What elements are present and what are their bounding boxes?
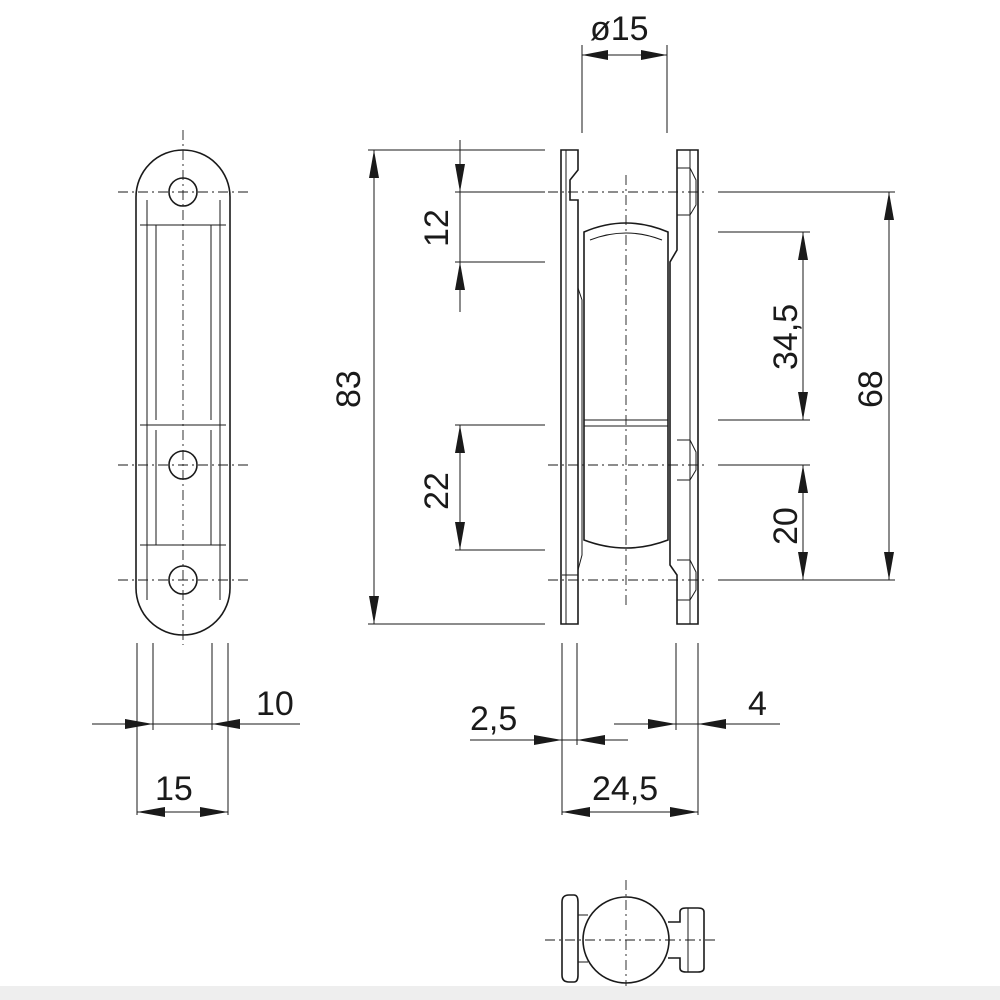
bottom-strip [0,986,1000,1000]
dimension-total-depth: 24,5 [562,770,698,817]
dimension-label-lower-span: 20 [767,507,805,545]
dimension-label-total-depth: 24,5 [592,770,658,808]
side-view-inner-contour [155,225,212,545]
dimension-label-diameter: ø15 [590,10,649,48]
front-view [548,149,708,625]
top-view [545,880,718,998]
side-view [118,130,248,645]
dimension-label-overall-height: 83 [330,370,368,408]
side-view-inner-edges [146,200,221,600]
dimension-side-width: 15 [137,770,228,817]
dimension-lower-span: 20 [718,464,810,581]
dimension-diameter: ø15 [581,10,668,133]
dimension-label-hole-spacing: 68 [852,370,890,408]
front-view-pin-cylinder [583,222,669,549]
front-view-right-plate [669,149,699,625]
dimension-hole-spacing: 68 [718,191,895,581]
dimension-plate-right: 4 [614,685,780,729]
dimension-top-segment: 12 [418,140,545,312]
front-view-extensions [561,643,699,815]
side-view-extensions [136,643,229,815]
dimension-label-side-width: 15 [155,770,193,808]
dimension-plate-left: 2,5 [470,700,628,745]
front-view-left-plate [560,149,579,625]
top-view-right-knob [668,907,705,973]
dimension-label-top-segment: 12 [418,209,456,247]
dimension-overall-height: 83 [330,149,545,625]
dimension-label-plate-right: 4 [748,685,767,723]
dimension-label-lower-segment: 22 [418,472,456,510]
dimension-label-side-inner: 10 [256,685,294,723]
dimension-lower-segment: 22 [418,424,545,551]
dimension-upper-span: 34,5 [718,231,810,421]
dimension-side-inner: 10 [92,685,300,729]
top-view-left-plate [561,894,579,983]
dimension-label-upper-span: 34,5 [767,304,805,370]
dimension-label-plate-left: 2,5 [470,700,517,738]
